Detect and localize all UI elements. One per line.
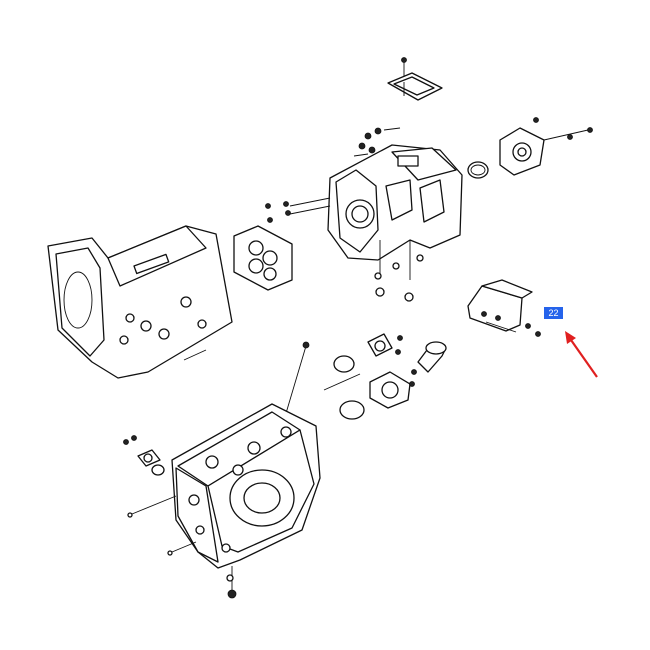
gasket-bolts — [265, 197, 331, 223]
side-oring — [467, 161, 489, 179]
seal-flange — [369, 369, 417, 409]
sensor-wire — [283, 341, 310, 421]
part-22-cover — [467, 279, 541, 337]
red-arrow-icon — [565, 331, 598, 378]
flange-oring — [339, 400, 365, 420]
upper-bolt-set — [353, 127, 401, 157]
top-cover-plate — [387, 57, 443, 101]
housing-gasket — [233, 225, 293, 291]
left-fitting-set — [123, 435, 197, 556]
snap-ring — [323, 355, 361, 391]
side-pto-cover — [499, 117, 593, 176]
upper-center-housing — [327, 144, 463, 302]
bell-housing — [47, 225, 233, 379]
output-sleeve — [417, 341, 447, 373]
lower-transmission-case — [171, 403, 321, 599]
bearing-retainer — [367, 333, 403, 357]
part-number-callout[interactable]: 22 — [544, 307, 563, 319]
